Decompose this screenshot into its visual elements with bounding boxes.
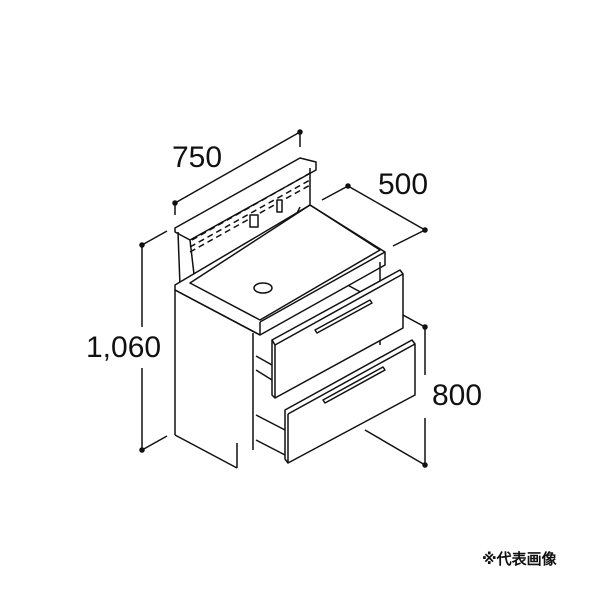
upper-drawer — [255, 269, 404, 399]
lower-drawer — [255, 339, 416, 464]
depth-label: 500 — [378, 168, 429, 201]
counter-height-label: 800 — [432, 379, 483, 412]
height-dimension-line — [139, 230, 168, 453]
height-label: 1,060 — [86, 331, 162, 364]
width-label: 750 — [172, 141, 223, 174]
depth-dimension-line — [321, 183, 428, 247]
representative-image-note: ※代表画像 — [482, 550, 557, 568]
width-dimension-line — [172, 129, 303, 215]
